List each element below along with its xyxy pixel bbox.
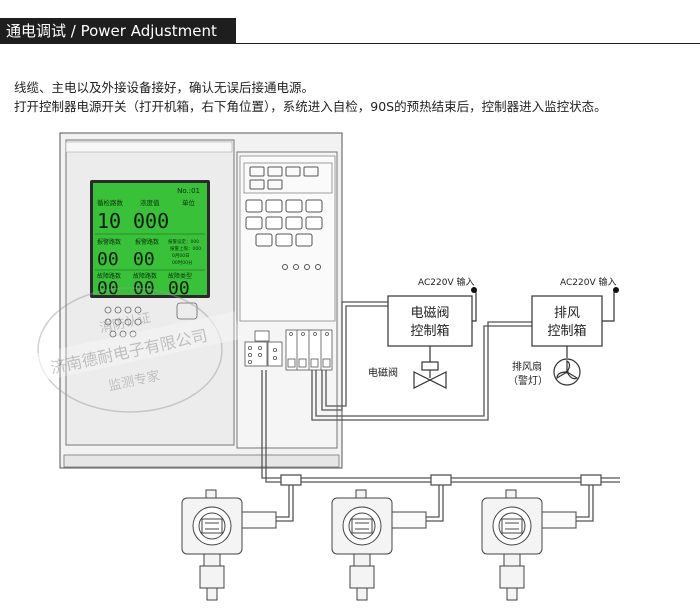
label-unit: 单位 bbox=[182, 198, 196, 207]
fan-power-input: AC220V 输入 bbox=[560, 276, 616, 288]
label-concentration: 浓度值 bbox=[140, 198, 160, 207]
wiring bbox=[261, 301, 620, 522]
solenoid-power-input: AC220V 输入 bbox=[418, 276, 474, 288]
keypad bbox=[243, 162, 333, 270]
value-fault-1: 00 bbox=[97, 278, 119, 299]
value-alarm-2: 00 bbox=[133, 249, 155, 270]
screen-number: No.:01 bbox=[177, 187, 200, 195]
terminal-blocks bbox=[244, 329, 333, 371]
header: 通电调试 / Power Adjustment bbox=[0, 0, 700, 44]
solenoid-control-box: 电磁阀 控制箱 AC220V 输入 电磁阀 bbox=[368, 276, 477, 389]
gas-detector-1 bbox=[181, 489, 277, 601]
fan-box-line1: 排风 bbox=[554, 306, 580, 321]
alarm-detail-4: 00时00分 bbox=[172, 259, 193, 266]
section-title: 通电调试 / Power Adjustment bbox=[0, 18, 236, 44]
label-fault: 故障路数 bbox=[97, 272, 121, 280]
value-channel: 10 bbox=[97, 209, 121, 233]
gas-detector-2 bbox=[331, 489, 427, 601]
value-fault-3: 00 bbox=[168, 278, 190, 299]
fan-box-line2: 控制箱 bbox=[547, 323, 586, 339]
value-concentration: 000 bbox=[133, 209, 169, 233]
value-fault-2: 00 bbox=[133, 278, 155, 299]
intro-text: 线缆、主电以及外接设备接好，确认无误后接通电源。 打开控制器电源开关（打开机箱，… bbox=[14, 78, 607, 116]
lcd-screen: No.:01 循检路数 浓度值 单位 10 000 报警路数 报警路数 报警设定… bbox=[90, 180, 210, 299]
valve-icon bbox=[413, 361, 447, 389]
alarm-detail-3: 0月00日 bbox=[172, 253, 190, 259]
solenoid-box-line2: 控制箱 bbox=[410, 323, 449, 339]
value-alarm-1: 00 bbox=[97, 249, 119, 270]
intro-line-2: 打开控制器电源开关（打开机箱，右下角位置），系统进入自检，90S的预热结束后，控… bbox=[14, 99, 607, 114]
fan-icon bbox=[553, 358, 581, 386]
gas-detector-3 bbox=[481, 489, 577, 601]
label-channel: 循检路数 bbox=[97, 198, 124, 207]
label-alarm: 报警路数 bbox=[97, 238, 121, 246]
alarm-detail-1: 报警设定：000 bbox=[168, 238, 199, 245]
solenoid-box-line1: 电磁阀 bbox=[410, 306, 449, 321]
label-fault-count: 故障路数 bbox=[133, 272, 157, 280]
solenoid-valve-label: 电磁阀 bbox=[368, 366, 398, 379]
front-panel-buttons bbox=[104, 302, 198, 338]
fan-label: 排风扇 bbox=[512, 360, 542, 373]
fan-control-box: 排风 控制箱 AC220V 输入 排风扇 （警灯） bbox=[508, 276, 619, 387]
alarm-detail-2: 报警上限：000 bbox=[170, 245, 201, 252]
label-fault-type: 故障类型 bbox=[168, 272, 192, 280]
label-alarm-count: 报警路数 bbox=[135, 238, 159, 246]
intro-line-1: 线缆、主电以及外接设备接好，确认无误后接通电源。 bbox=[14, 80, 315, 95]
header-divider bbox=[236, 43, 700, 44]
fan-label-sub: （警灯） bbox=[508, 374, 548, 387]
